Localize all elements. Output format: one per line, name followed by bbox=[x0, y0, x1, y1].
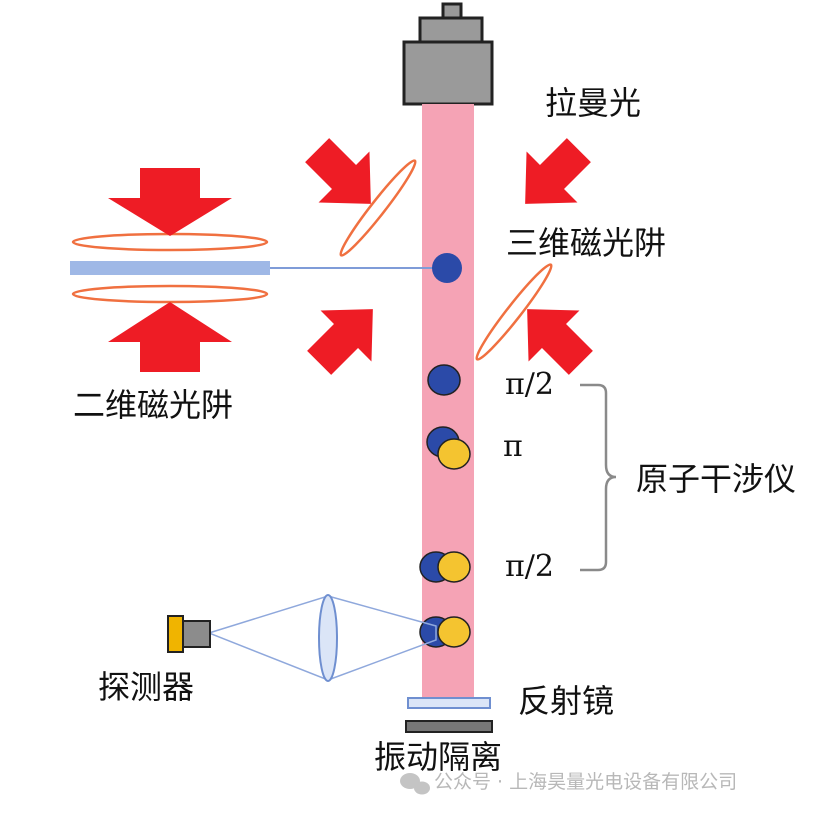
mot-3d-cooling-arrows bbox=[305, 138, 593, 375]
mirror-label: 反射镜 bbox=[518, 682, 614, 720]
diagonal-arrow-icon bbox=[305, 138, 371, 204]
raman-light-label: 拉曼光 bbox=[545, 84, 641, 122]
interferometer-label: 原子干涉仪 bbox=[636, 460, 796, 498]
pulse-3-label: π/2 bbox=[505, 549, 554, 584]
light-cone bbox=[327, 595, 437, 682]
diagonal-arrow-icon bbox=[525, 138, 591, 204]
watermark: 公众号 · 上海昊量光电设备有限公司 bbox=[400, 771, 737, 795]
pulse-2-label: π bbox=[503, 429, 523, 464]
atoms-pulse-2 bbox=[426, 426, 471, 470]
mot-2d-cooling-arrows bbox=[108, 168, 232, 372]
down-arrow-icon bbox=[108, 168, 232, 236]
trapped-atom-cloud bbox=[432, 253, 462, 283]
atom-beam-2d-mot bbox=[70, 261, 270, 275]
detector-label: 探测器 bbox=[98, 668, 194, 706]
detection-optics bbox=[206, 594, 437, 682]
up-arrow-icon bbox=[108, 302, 232, 372]
raman-laser-source bbox=[402, 2, 494, 106]
vibration-isolation-label: 振动隔离 bbox=[374, 738, 502, 776]
diagonal-arrow-icon bbox=[307, 309, 373, 375]
atoms-pulse-1 bbox=[427, 364, 461, 396]
mot-2d-label: 二维磁光阱 bbox=[73, 386, 233, 424]
raman-beam bbox=[422, 104, 474, 700]
mot-3d-coils bbox=[339, 159, 553, 361]
detector-camera-icon bbox=[167, 615, 211, 653]
interferometer-bracket bbox=[580, 383, 617, 572]
lens-icon bbox=[318, 594, 338, 682]
mot-3d-label: 三维磁光阱 bbox=[506, 224, 666, 262]
atoms-pulse-3 bbox=[419, 551, 471, 583]
diagonal-arrow-icon bbox=[527, 309, 593, 375]
mirror bbox=[407, 697, 491, 709]
watermark-text: 公众号 · 上海昊量光电设备有限公司 bbox=[434, 771, 737, 793]
pulse-1-label: π/2 bbox=[505, 367, 554, 402]
vibration-isolation-platform bbox=[405, 720, 493, 733]
light-cone bbox=[206, 594, 329, 682]
wechat-icon bbox=[400, 773, 430, 795]
